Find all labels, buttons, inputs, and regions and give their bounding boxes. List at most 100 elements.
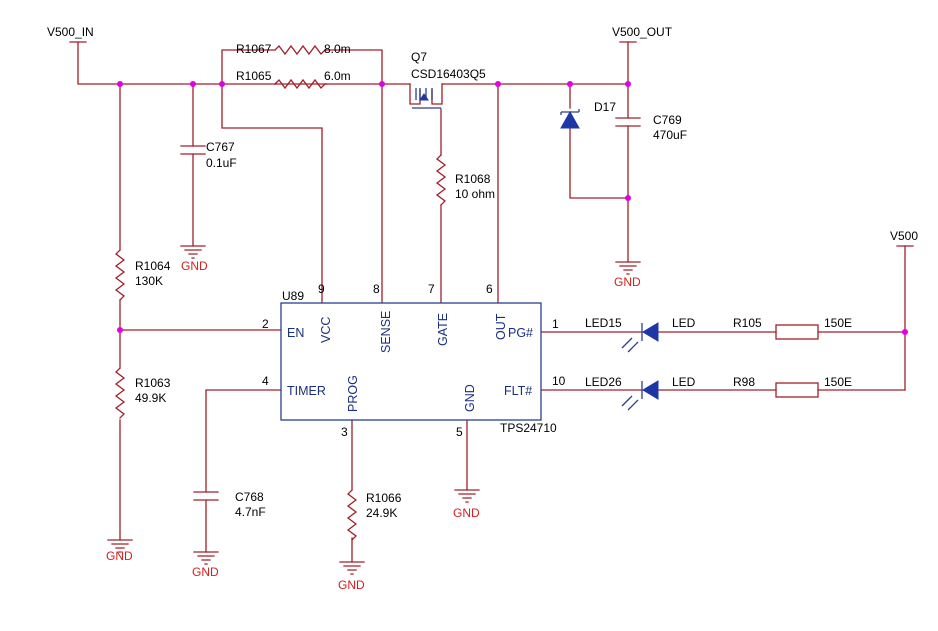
c768-ref: C768 xyxy=(235,490,264,504)
pin-sense-name: SENSE xyxy=(379,311,393,353)
c767-ref: C767 xyxy=(206,140,235,154)
gnd-label-r1063: GND xyxy=(106,549,133,563)
pin-pg-name: PG# xyxy=(508,326,533,340)
led26-type: LED xyxy=(672,375,696,389)
junction-dot xyxy=(625,195,631,201)
r98-value: 150E xyxy=(824,375,852,389)
d17-diode: D17 xyxy=(560,100,616,129)
pin-vcc-name: VCC xyxy=(319,317,333,343)
junction-dot xyxy=(219,81,225,87)
q7-arrow-icon xyxy=(419,93,429,101)
c769-value: 470uF xyxy=(653,128,687,142)
resistors: R1067 8.0m R1065 6.0m R1068 10 ohm R1064… xyxy=(114,42,852,541)
d17-wire xyxy=(569,83,629,199)
q7-ref: Q7 xyxy=(411,50,427,64)
r1067-resistor xyxy=(274,44,326,56)
r1064-value: 130K xyxy=(135,274,163,288)
gnd-label-r1066: GND xyxy=(338,578,365,592)
v500-in-label: V500_IN xyxy=(47,25,94,39)
q7-part: CSD16403Q5 xyxy=(411,67,486,81)
c769-ref: C769 xyxy=(653,113,682,127)
vcc-wire xyxy=(221,83,323,304)
gnd-label-u89: GND xyxy=(453,506,480,520)
junctions xyxy=(117,81,908,335)
ground-symbols: GND GND GND GND GND GND xyxy=(106,245,641,592)
r1066-ref: R1066 xyxy=(366,491,402,505)
junction-dot xyxy=(902,329,908,335)
v500-label: V500 xyxy=(890,229,918,243)
r1068-value: 10 ohm xyxy=(455,187,495,201)
junction-dot xyxy=(379,81,385,87)
c768-capacitor xyxy=(193,491,219,501)
pin-out-name: OUT xyxy=(494,313,508,340)
q7-mosfet: Q7 CSD16403Q5 xyxy=(409,50,486,109)
d17-zener-bar xyxy=(560,109,580,115)
r1067-ref: R1067 xyxy=(236,42,272,56)
r105-value: 150E xyxy=(824,316,852,330)
r1065-value: 6.0m xyxy=(324,69,351,83)
power-ports: V500_IN V500_OUT V500 xyxy=(47,25,918,247)
junction-dot xyxy=(190,81,196,87)
junction-dot xyxy=(117,327,123,333)
pin-gate-name: GATE xyxy=(436,313,450,346)
c769-capacitor xyxy=(615,117,641,127)
gnd-symbol-c768 xyxy=(193,551,219,565)
pin-9-number: 9 xyxy=(318,282,325,296)
c767-capacitor xyxy=(180,145,206,155)
led15-triangle xyxy=(642,322,659,342)
u89-ic: U89 TPS24710 9 8 7 6 2 4 3 5 1 10 VCC SE… xyxy=(262,282,566,439)
r98-resistor xyxy=(775,382,819,398)
c767-value: 0.1uF xyxy=(206,156,237,170)
r98-ref: R98 xyxy=(733,375,755,389)
pin-4-number: 4 xyxy=(262,374,269,388)
r1063-resistor xyxy=(114,367,126,419)
c768-value: 4.7nF xyxy=(235,505,266,519)
gnd-label-c767: GND xyxy=(181,259,208,273)
timer-wire xyxy=(205,389,282,553)
u89-part: TPS24710 xyxy=(500,421,557,435)
r1066-value: 24.9K xyxy=(366,506,397,520)
u89-body xyxy=(280,302,542,421)
r1063-value: 49.9K xyxy=(135,391,166,405)
pin-timer-name: TIMER xyxy=(287,384,326,398)
u89-ref: U89 xyxy=(282,289,304,303)
capacitors: C767 0.1uF C769 470uF C768 4.7nF xyxy=(180,113,687,519)
gnd-label-c768: GND xyxy=(192,565,219,579)
junction-dot xyxy=(625,81,631,87)
q7-channel xyxy=(415,88,433,100)
r105-resistor xyxy=(775,324,819,340)
gnd-label-c769: GND xyxy=(614,275,641,289)
junction-dot xyxy=(567,81,573,87)
v500-out-label: V500_OUT xyxy=(612,25,673,39)
junction-dot xyxy=(495,81,501,87)
led15-light-icon xyxy=(621,337,639,353)
r1065-resistor xyxy=(274,78,326,90)
r1065-ref: R1065 xyxy=(236,69,272,83)
pin-8-number: 8 xyxy=(373,282,380,296)
led26-triangle xyxy=(642,380,659,400)
led26-light-icon xyxy=(621,395,639,411)
pin-10-number: 10 xyxy=(552,374,566,388)
r1063-ref: R1063 xyxy=(135,376,171,390)
r1064-ref: R1064 xyxy=(135,259,171,273)
r105-ref: R105 xyxy=(733,316,762,330)
gnd-symbol-c767 xyxy=(180,245,206,259)
led15-type: LED xyxy=(672,316,696,330)
junction-dot xyxy=(117,81,123,87)
wires xyxy=(77,41,906,563)
r1064-resistor xyxy=(114,249,126,301)
r1068-ref: R1068 xyxy=(455,172,491,186)
d17-diode-triangle xyxy=(560,110,580,129)
r1067-loop-wire xyxy=(221,49,383,85)
gnd-symbol-c769 xyxy=(615,261,641,275)
gnd-symbol-r1063 xyxy=(107,539,133,553)
pin-en-name: EN xyxy=(287,326,304,340)
pin-7-number: 7 xyxy=(428,282,435,296)
d17-ref: D17 xyxy=(594,100,616,114)
pin-2-number: 2 xyxy=(262,317,269,331)
pin-gnd-name: GND xyxy=(463,384,477,412)
pin-prog-name: PROG xyxy=(346,375,360,412)
pin-5-number: 5 xyxy=(456,425,463,439)
